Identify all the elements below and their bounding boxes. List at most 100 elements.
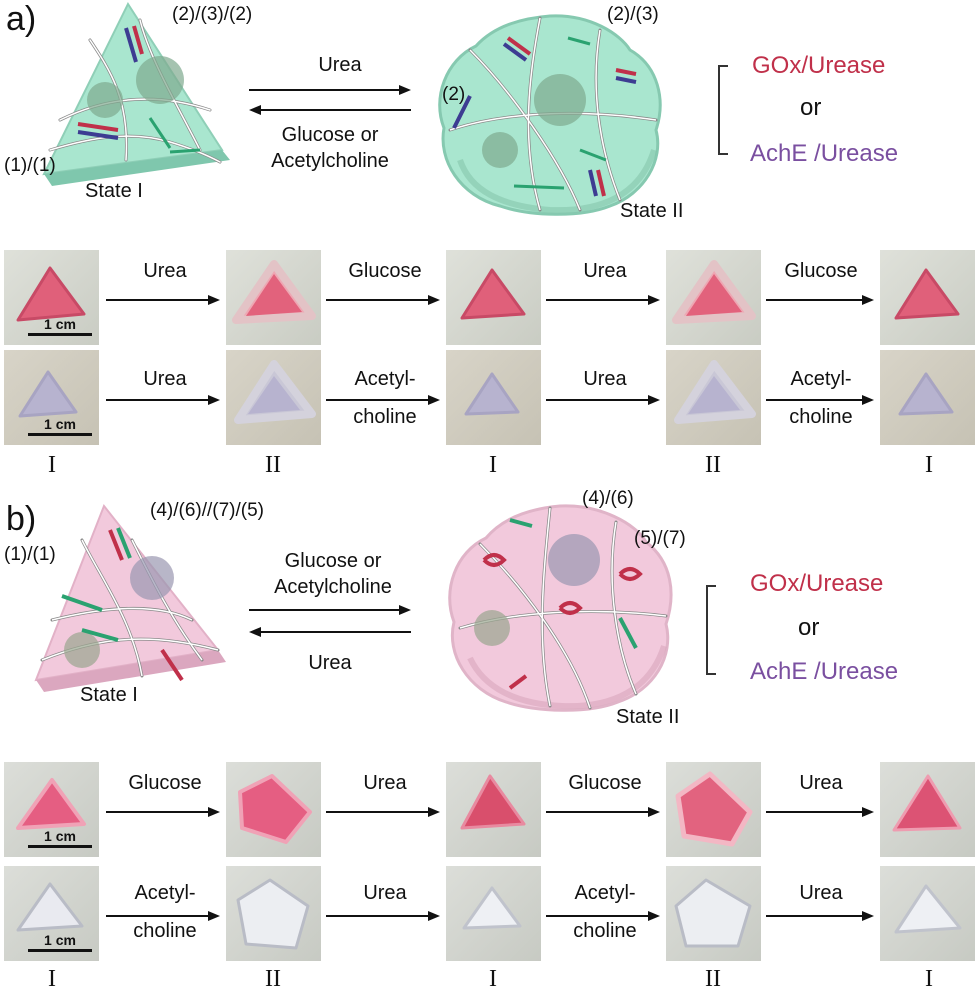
panel-b-row2-step-2: Urea	[326, 880, 444, 906]
panel-a-state1-hydrogel	[42, 1, 230, 186]
panel-b-row2-photo-1: 1 cm	[4, 866, 99, 961]
panel-b-label: b)	[6, 500, 37, 538]
panel-b-row2-photo-4	[666, 866, 761, 961]
panel-b-legend-ache: AchE /Urease	[750, 658, 899, 685]
scale-bar: 1 cm	[28, 416, 92, 436]
panel-b-row1-step-3: Glucose	[568, 772, 642, 794]
panel-a-state-4: II	[705, 452, 721, 478]
panel-a-row2-step-3-line1: Urea	[583, 368, 627, 390]
panel-b-state-1: I	[48, 966, 56, 992]
panel-a-row2-step-4: Acetyl-choline	[762, 366, 880, 430]
panel-a-row2-arrows	[106, 395, 874, 405]
panel-a-label: a)	[6, 0, 37, 38]
panel-a-row2-step-1: Urea	[110, 366, 220, 392]
panel-b-arrow-forward-line1: Glucose or	[284, 550, 382, 572]
panel-b-row2-step-3-line1: Acetyl-	[574, 882, 636, 904]
panel-a-state2-callout-left: (2)	[442, 84, 466, 105]
panel-b-arrow-forward-line2: Acetylcholine	[274, 576, 392, 598]
panel-b-state2-callout-right: (5)/(7)	[634, 528, 686, 549]
panel-a-state-3: I	[489, 452, 497, 478]
panel-b-state2-hydrogel	[448, 504, 673, 712]
scale-label: 1 cm	[44, 828, 76, 844]
panel-b-state-4: II	[705, 966, 721, 992]
panel-a-row2-step-4-line1: Acetyl-	[790, 368, 852, 390]
panel-a-callout-bottom: (1)/(1)	[4, 155, 56, 176]
panel-b-row1-photo-1: 1 cm	[4, 762, 99, 857]
scale-label: 1 cm	[44, 932, 76, 948]
panel-b-state1-hydrogel	[34, 504, 226, 692]
panel-b-row2-step-2-line1: Urea	[363, 882, 407, 904]
panel-a-row1-photo-1: 1 cm	[4, 250, 99, 345]
panel-b-legend-gox: GOx/Urease	[750, 570, 884, 597]
panel-b-row1-photo-2	[226, 762, 321, 857]
panel-a-arrow-back-label: Glucose or Acetylcholine	[255, 122, 405, 174]
panel-b-state2-label: State II	[616, 706, 680, 728]
panel-b-row1-photo-5	[880, 762, 975, 857]
panel-a-row2-step-2: Acetyl-choline	[326, 366, 444, 430]
panel-a-legend-ache: AchE /Urease	[750, 140, 899, 167]
panel-a-legend-gox: GOx/Urease	[752, 52, 886, 79]
scale-label: 1 cm	[44, 316, 76, 332]
panel-a-row2-step-2-line1: Acetyl-	[354, 368, 416, 390]
panel-a-row2-step-3: Urea	[548, 366, 662, 392]
scale-bar: 1 cm	[28, 828, 92, 848]
panel-b-legend-or: or	[798, 614, 820, 641]
panel-b-row2-photo-3	[446, 866, 541, 961]
panel-a-state2-hydrogel	[438, 14, 662, 216]
scale-label: 1 cm	[44, 416, 76, 432]
panel-b-row1-photo-4	[666, 762, 761, 857]
panel-a-row1-photo-2	[226, 250, 321, 345]
panel-a-arrow-back-line1: Glucose or	[281, 124, 379, 146]
panel-b-row2-step-4-line1: Urea	[799, 882, 843, 904]
panel-a-row1-step-2: Glucose	[348, 260, 422, 282]
panel-a-row2-photo-3	[446, 350, 541, 445]
panel-b-row1-step-2: Urea	[363, 772, 407, 794]
panel-a-arrow-back-line2: Acetylcholine	[271, 150, 389, 172]
scale-bar: 1 cm	[28, 932, 92, 952]
panel-a-row2-step-4-line2: choline	[789, 406, 853, 428]
panel-a-reversible-arrows	[249, 85, 411, 115]
panel-b-state2-callout-top: (4)/(6)	[582, 488, 634, 509]
panel-a-state2-callout-top: (2)/(3)	[607, 4, 659, 25]
panel-a-row2-photo-1: 1 cm	[4, 350, 99, 445]
panel-a-row1-arrows	[106, 295, 874, 305]
panel-b-row2-step-3: Acetyl-choline	[548, 880, 662, 944]
panel-a-state-1: I	[48, 452, 56, 478]
panel-b-state1-label: State I	[80, 684, 138, 706]
panel-b-state-2: II	[265, 966, 281, 992]
panel-a-callout-top: (2)/(3)/(2)	[172, 4, 253, 25]
scale-bar: 1 cm	[28, 316, 92, 336]
panel-b-reversible-arrows	[249, 605, 411, 637]
panel-b-row2-photo-5	[880, 866, 975, 961]
panel-b-arrow-forward-label: Glucose or Acetylcholine	[248, 548, 418, 600]
panel-b-arrow-back-label: Urea	[308, 652, 352, 674]
panel-a-arrow-forward-label: Urea	[318, 54, 362, 76]
panel-a-row1-photo-5	[880, 250, 975, 345]
panel-a-row1-step-4: Glucose	[784, 260, 858, 282]
panel-b-row1-photo-3	[446, 762, 541, 857]
panel-b-row1-step-1: Glucose	[128, 772, 202, 794]
panel-b-row1-arrows	[106, 807, 874, 817]
panel-a-row2-photo-5	[880, 350, 975, 445]
panel-b-row1-step-4: Urea	[799, 772, 843, 794]
panel-a-row1-step-3: Urea	[583, 260, 627, 282]
panel-b-state-5: I	[925, 966, 933, 992]
panel-a-row1-photo-3	[446, 250, 541, 345]
panel-b-row2-step-4: Urea	[762, 880, 880, 906]
panel-a-row2-photo-4	[666, 350, 761, 445]
panel-b-row2-step-1: Acetyl-choline	[110, 880, 220, 944]
panel-b-legend-bracket	[706, 585, 716, 675]
panel-a-legend-bracket	[718, 65, 728, 155]
panel-a-row1-step-1: Urea	[143, 260, 187, 282]
panel-a-legend-or: or	[800, 94, 822, 121]
panel-a-state1-label: State I	[85, 180, 143, 202]
panel-a-row1-photo-4	[666, 250, 761, 345]
panel-b-row2-arrows	[106, 911, 874, 921]
panel-a-row2-photo-2	[226, 350, 321, 445]
panel-b-row2-step-3-line2: choline	[573, 920, 637, 942]
panel-b-row2-step-1-line2: choline	[133, 920, 197, 942]
panel-a-state-2: II	[265, 452, 281, 478]
panel-a-state-5: I	[925, 452, 933, 478]
panel-a-row2-step-2-line2: choline	[353, 406, 417, 428]
panel-b-state-3: I	[489, 966, 497, 992]
